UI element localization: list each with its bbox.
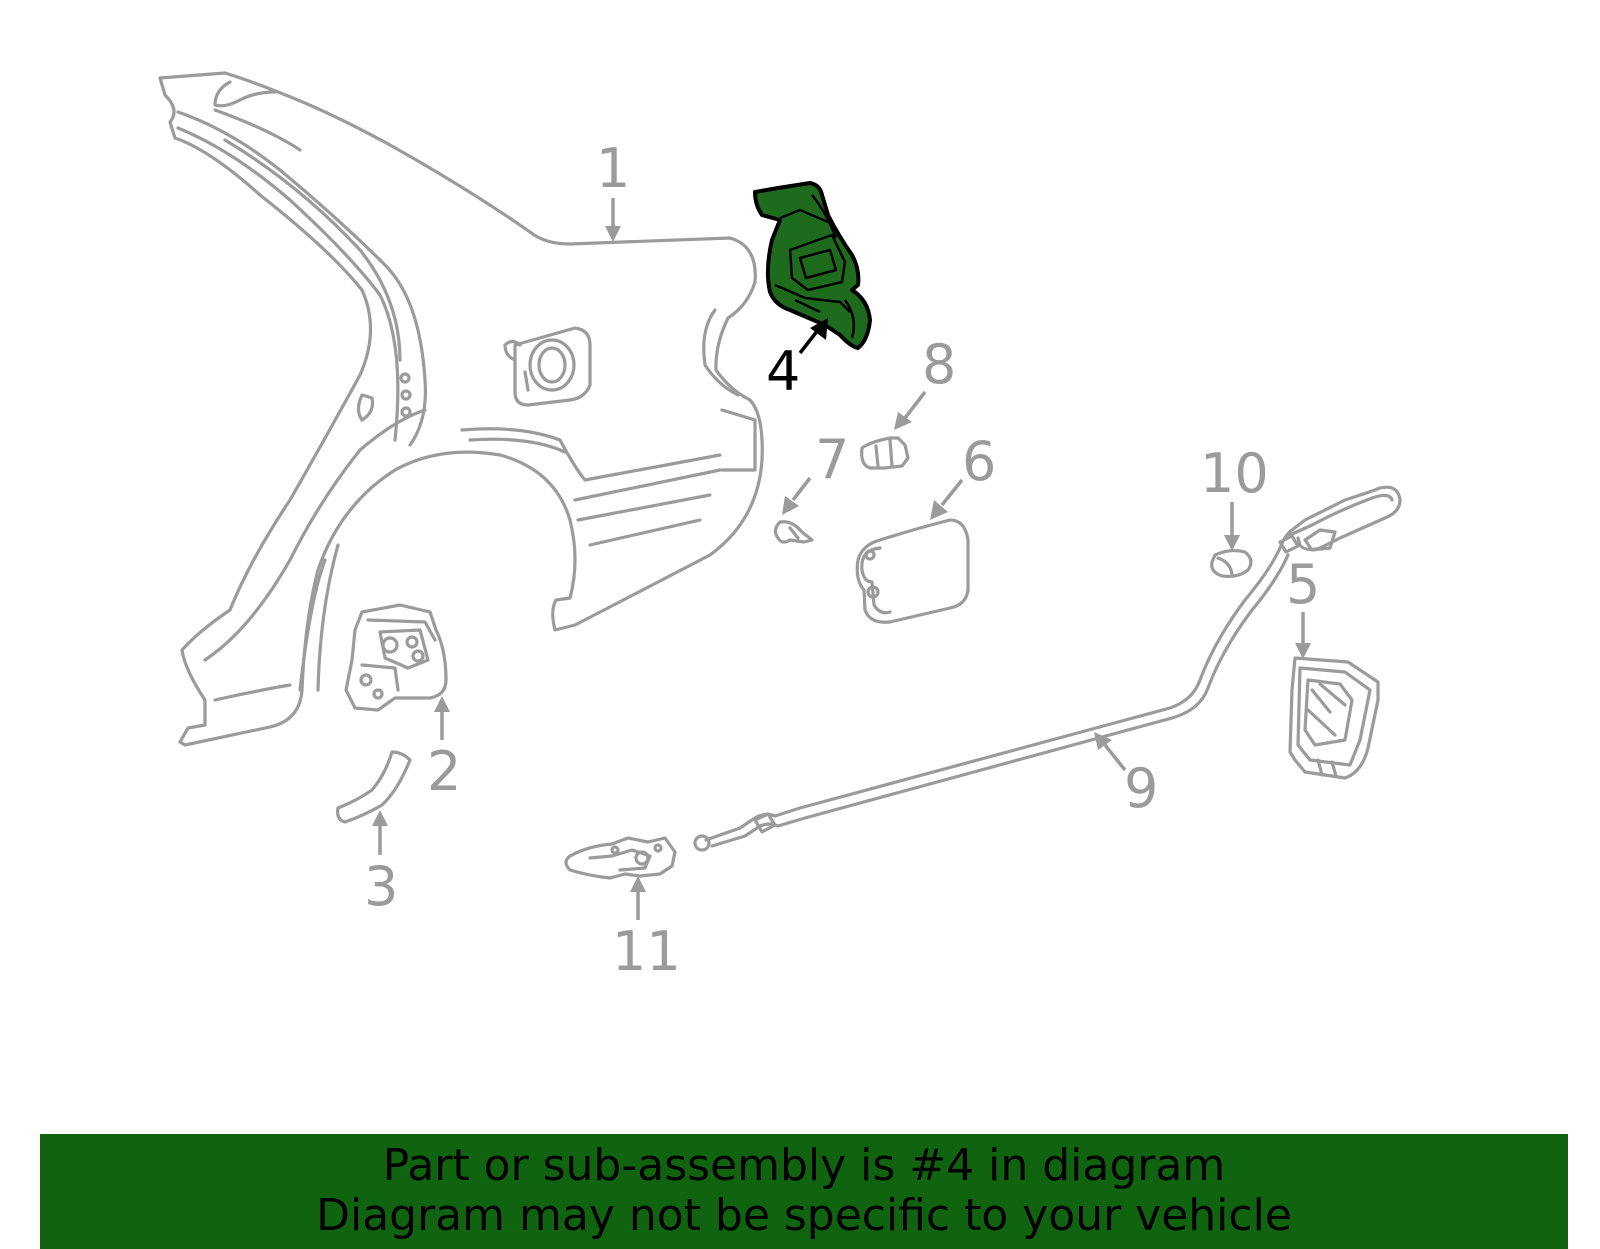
part-3-strip[interactable] xyxy=(336,750,412,824)
part-7-clip[interactable] xyxy=(773,520,814,544)
callout-4: 4 xyxy=(766,340,800,403)
banner-line-2: Diagram may not be specific to your vehi… xyxy=(316,1190,1292,1241)
callout-8: 8 xyxy=(922,333,956,396)
callout-1: 1 xyxy=(596,137,630,200)
callout-9: 9 xyxy=(1124,757,1158,820)
part-1-quarter-panel[interactable] xyxy=(158,71,764,747)
part-2-bracket[interactable] xyxy=(344,603,448,712)
part-9-release-cable[interactable] xyxy=(693,485,1402,852)
callout-labels: 1 2 3 4 5 6 7 8 9 10 11 xyxy=(364,137,1320,983)
info-banner: Part or sub-assembly is #4 in diagram Di… xyxy=(40,1134,1568,1249)
part-10-grommet[interactable] xyxy=(1210,548,1253,578)
callout-7: 7 xyxy=(815,428,849,491)
callout-3: 3 xyxy=(364,855,398,918)
part-5-filler-housing[interactable] xyxy=(1288,656,1380,780)
callout-11: 11 xyxy=(612,920,681,983)
callout-10: 10 xyxy=(1200,442,1269,505)
callout-5: 5 xyxy=(1286,553,1320,616)
part-11-lever[interactable] xyxy=(564,836,677,880)
part-8-bracket[interactable] xyxy=(860,436,910,470)
part-4-housing[interactable] xyxy=(753,181,872,350)
callout-6: 6 xyxy=(962,430,996,493)
leader-lines xyxy=(372,198,1311,920)
banner-line-1: Part or sub-assembly is #4 in diagram xyxy=(382,1140,1226,1191)
part-6-fuel-door[interactable] xyxy=(855,518,970,624)
callout-2: 2 xyxy=(427,740,461,803)
